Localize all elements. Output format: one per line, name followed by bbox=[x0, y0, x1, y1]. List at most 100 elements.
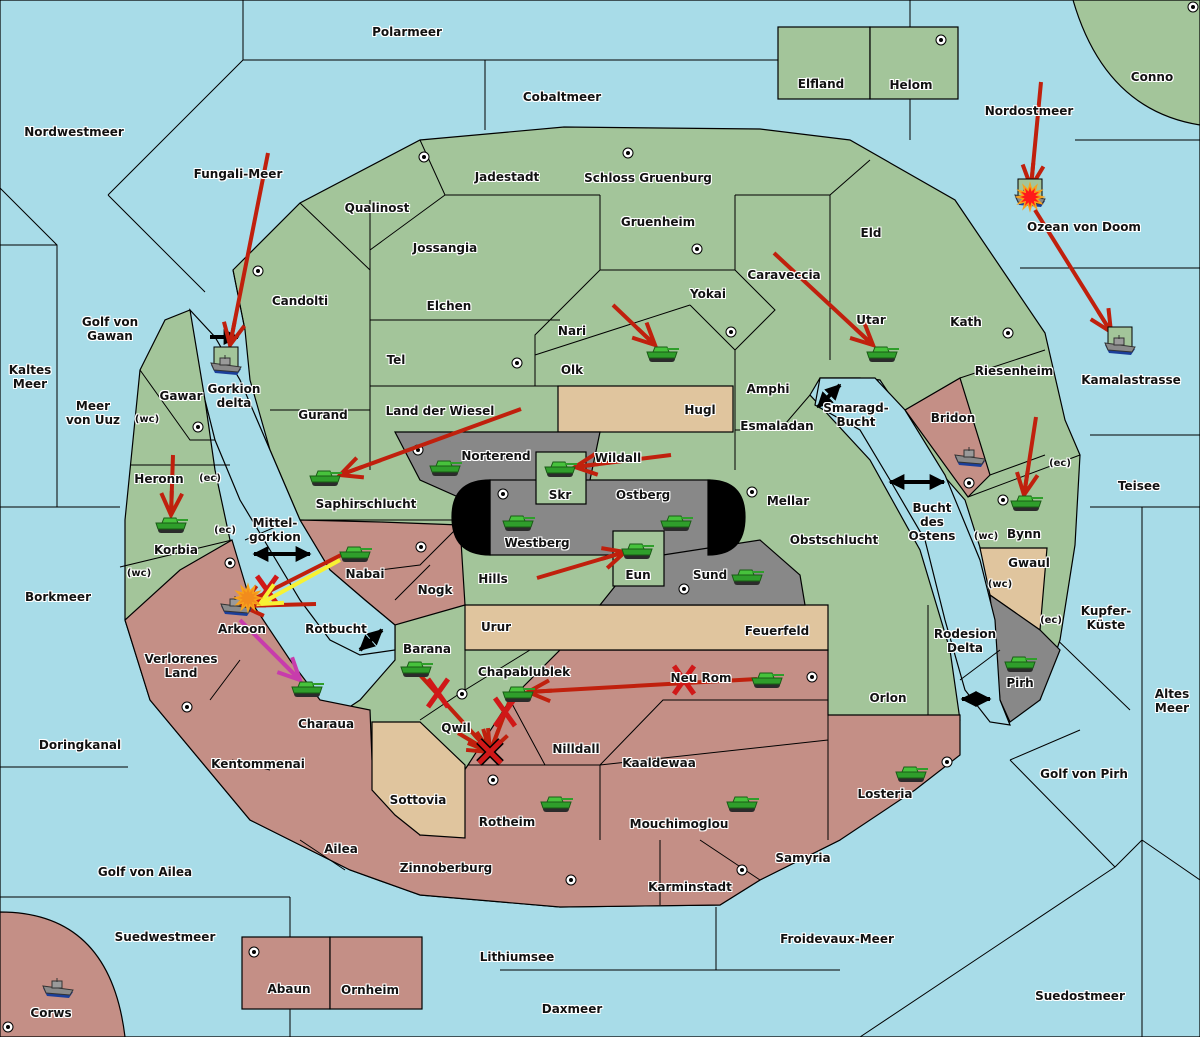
territory-label-nordwestmeer[interactable]: Nordwestmeer bbox=[24, 125, 124, 139]
territory-label-candolti[interactable]: Candolti bbox=[271, 294, 329, 308]
army-unit-icon[interactable] bbox=[400, 661, 433, 677]
territory-label-chapablublek[interactable]: Chapablublek bbox=[477, 665, 571, 679]
territory-label-kaaldewaa[interactable]: Kaaldewaa bbox=[622, 756, 696, 770]
territory-label-skr[interactable]: Skr bbox=[548, 488, 572, 502]
inner-sea-gorkion[interactable] bbox=[189, 308, 396, 656]
army-unit-icon[interactable] bbox=[866, 346, 899, 362]
inner-sea-east[interactable] bbox=[814, 377, 1011, 726]
territory-label-fungali-meer[interactable]: Fungali-Meer bbox=[193, 167, 283, 181]
territory-label-rodesion-delta[interactable]: Rodesion Delta bbox=[933, 627, 997, 655]
territory-label-land-der-wiesel[interactable]: Land der Wiesel bbox=[385, 404, 495, 418]
territory-label-qwil[interactable]: Qwil bbox=[441, 721, 471, 735]
territory-label-gurand[interactable]: Gurand bbox=[298, 408, 348, 422]
territory-label-mellar[interactable]: Mellar bbox=[766, 494, 810, 508]
territory-label-olk[interactable]: Olk bbox=[560, 363, 584, 377]
territory-label-kath[interactable]: Kath bbox=[950, 315, 982, 329]
territory-label-altes-meer[interactable]: Altes Meer bbox=[1154, 687, 1190, 715]
territory-label-meer-von-uuz[interactable]: Meer von Uuz bbox=[65, 399, 121, 427]
fleet-unit-icon[interactable] bbox=[1014, 178, 1046, 213]
territory-label-esmaladan[interactable]: Esmaladan bbox=[740, 419, 814, 433]
region-ornheim[interactable] bbox=[329, 936, 423, 1010]
territory-label-daxmeer[interactable]: Daxmeer bbox=[541, 1002, 603, 1016]
army-unit-icon[interactable] bbox=[660, 515, 693, 531]
army-unit-icon[interactable] bbox=[544, 461, 577, 477]
army-unit-icon[interactable] bbox=[646, 346, 679, 362]
territory-label-nabai[interactable]: Nabai bbox=[345, 567, 385, 581]
territory-label-froidevaux-meer[interactable]: Froidevaux-Meer bbox=[780, 932, 894, 946]
army-unit-icon[interactable] bbox=[1004, 656, 1037, 672]
territory-label-golf-von-gawan[interactable]: Golf von Gawan bbox=[81, 315, 139, 343]
territory-label-kaltes-meer[interactable]: Kaltes Meer bbox=[8, 363, 52, 391]
territory-label-polarmeer[interactable]: Polarmeer bbox=[372, 25, 442, 39]
territory-label-neu-rom[interactable]: Neu Rom bbox=[670, 671, 732, 685]
territory-label-smaragd-bucht[interactable]: Smaragd- Bucht bbox=[823, 401, 889, 429]
territory-label-arkoon[interactable]: Arkoon bbox=[218, 622, 266, 636]
territory-label-norterend[interactable]: Norterend bbox=[461, 449, 531, 463]
region-corws[interactable] bbox=[0, 911, 126, 1037]
territory-label-golf-von-pirh[interactable]: Golf von Pirh bbox=[1040, 767, 1128, 781]
army-unit-icon[interactable] bbox=[309, 470, 342, 486]
territory-label-jossangia[interactable]: Jossangia bbox=[412, 241, 478, 255]
territory-label-charaua[interactable]: Charaua bbox=[297, 717, 355, 731]
territory-label-wildall[interactable]: Wildall bbox=[594, 451, 642, 465]
territory-label-eun[interactable]: Eun bbox=[625, 568, 651, 582]
territory-label-qualinost[interactable]: Qualinost bbox=[344, 201, 410, 215]
territory-label-kamalastrasse[interactable]: Kamalastrasse bbox=[1081, 373, 1181, 387]
territory-label-mouchimoglou[interactable]: Mouchimoglou bbox=[629, 817, 729, 831]
army-unit-icon[interactable] bbox=[429, 460, 462, 476]
fleet-unit-icon[interactable] bbox=[220, 582, 264, 616]
army-unit-icon[interactable] bbox=[895, 766, 928, 782]
territory-label-abaun[interactable]: Abaun bbox=[267, 982, 311, 996]
territory-label-helom[interactable]: Helom bbox=[889, 78, 933, 92]
fleet-unit-icon[interactable] bbox=[1104, 326, 1136, 355]
region-hugl[interactable] bbox=[557, 385, 734, 433]
army-unit-icon[interactable] bbox=[1010, 495, 1043, 511]
territory-label-suedostmeer[interactable]: Suedostmeer bbox=[1035, 989, 1125, 1003]
territory-label-riesenheim[interactable]: Riesenheim bbox=[974, 364, 1054, 378]
territory-label-ailea[interactable]: Ailea bbox=[324, 842, 358, 856]
territory-label-nogk[interactable]: Nogk bbox=[417, 583, 453, 597]
territory-label-verlorenes-land[interactable]: Verlorenes Land bbox=[144, 652, 218, 680]
army-unit-icon[interactable] bbox=[502, 686, 535, 702]
territory-label-karminstadt[interactable]: Karminstadt bbox=[648, 880, 732, 894]
territory-label-gawar[interactable]: Gawar bbox=[159, 389, 203, 403]
territory-label-pirh[interactable]: Pirh bbox=[1006, 676, 1034, 690]
territory-label-amphi[interactable]: Amphi bbox=[746, 382, 790, 396]
territory-label-teisee[interactable]: Teisee bbox=[1117, 479, 1161, 493]
territory-label-ozean-von-doom[interactable]: Ozean von Doom bbox=[1027, 220, 1141, 234]
territory-label-eld[interactable]: Eld bbox=[860, 226, 882, 240]
fleet-unit-icon[interactable] bbox=[954, 447, 986, 467]
territory-label-samyria[interactable]: Samyria bbox=[775, 851, 831, 865]
territory-label-mittelgorkion[interactable]: Mittel- gorkion bbox=[249, 516, 301, 544]
territory-label-suedwestmeer[interactable]: Suedwestmeer bbox=[114, 930, 216, 944]
territory-label-elchen[interactable]: Elchen bbox=[426, 299, 472, 313]
territory-label-bynn[interactable]: Bynn bbox=[1006, 527, 1042, 541]
territory-label-westberg[interactable]: Westberg bbox=[504, 536, 570, 550]
army-unit-icon[interactable] bbox=[155, 517, 188, 533]
territory-label-cobaltmeer[interactable]: Cobaltmeer bbox=[522, 90, 602, 104]
territory-label-barana[interactable]: Barana bbox=[403, 642, 451, 656]
territory-label-ornheim[interactable]: Ornheim bbox=[341, 983, 399, 997]
territory-label-golf-von-ailea[interactable]: Golf von Ailea bbox=[97, 865, 193, 879]
territory-label-feuerfeld[interactable]: Feuerfeld bbox=[744, 624, 810, 638]
territory-label-nordostmeer[interactable]: Nordostmeer bbox=[984, 104, 1074, 118]
fleet-unit-icon[interactable] bbox=[210, 346, 242, 375]
territory-label-conno[interactable]: Conno bbox=[1130, 70, 1174, 84]
region-conno[interactable] bbox=[1072, 0, 1200, 126]
territory-label-corws[interactable]: Corws bbox=[30, 1006, 72, 1020]
territory-label-urur[interactable]: Urur bbox=[480, 620, 512, 634]
territory-label-borkmeer[interactable]: Borkmeer bbox=[25, 590, 91, 604]
territory-label-rotbucht[interactable]: Rotbucht bbox=[305, 622, 367, 636]
army-unit-icon[interactable] bbox=[339, 546, 372, 562]
territory-label-obstschlucht[interactable]: Obstschlucht bbox=[789, 533, 879, 547]
territory-label-hills[interactable]: Hills bbox=[478, 572, 508, 586]
territory-label-kentommenai[interactable]: Kentommenai bbox=[211, 757, 305, 771]
territory-label-saphirschlucht[interactable]: Saphirschlucht bbox=[315, 497, 417, 511]
territory-label-bucht-des-ostens[interactable]: Bucht des Ostens bbox=[908, 501, 956, 543]
territory-label-caraveccia[interactable]: Caraveccia bbox=[747, 268, 821, 282]
territory-label-tel[interactable]: Tel bbox=[386, 353, 406, 367]
territory-label-gruenheim[interactable]: Gruenheim bbox=[620, 215, 696, 229]
territory-label-gorkion-delta[interactable]: Gorkion delta bbox=[207, 382, 261, 410]
territory-label-gwaul[interactable]: Gwaul bbox=[1008, 556, 1050, 570]
territory-label-korbia[interactable]: Korbia bbox=[153, 543, 199, 557]
